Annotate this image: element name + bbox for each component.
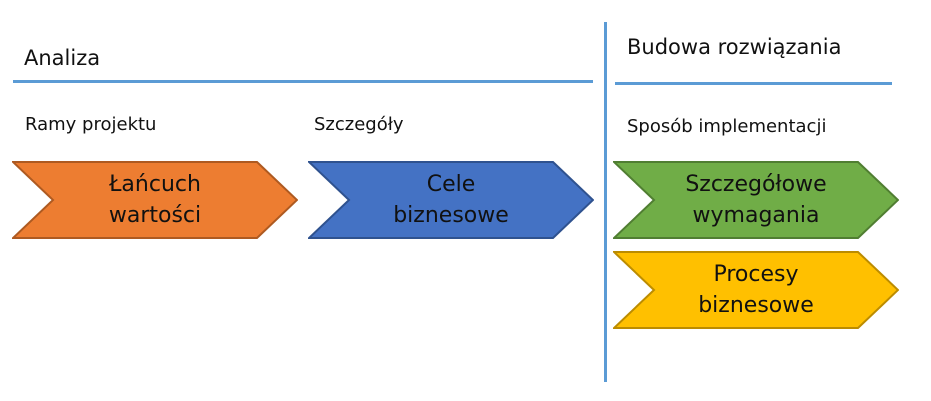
chevron-label: Łańcuch wartości xyxy=(52,161,258,239)
chevron-label-line2: wymagania xyxy=(692,203,820,228)
phase-title-budowa-rozwiazania: Budowa rozwiązania xyxy=(627,35,842,59)
chevron-shape xyxy=(613,251,899,329)
column-label-sposob-implementacji: Sposób implementacji xyxy=(627,116,827,137)
chevron-shape xyxy=(12,161,298,239)
chevron-shape xyxy=(613,161,899,239)
chevron-lancuch-wartosci: Łańcuch wartości xyxy=(12,161,298,239)
chevron-label-line1: Cele xyxy=(426,172,476,197)
chevron-label: Cele biznesowe xyxy=(348,161,554,239)
phase-underline-budowa xyxy=(615,82,892,85)
chevron-label-line1: Procesy xyxy=(713,262,799,287)
chevron-label-line1: Szczegółowe xyxy=(685,172,827,197)
chevron-label-line2: biznesowe xyxy=(393,203,509,228)
phase-underline-analiza xyxy=(13,80,593,83)
chevron-label-line2: wartości xyxy=(108,203,202,228)
chevron-label: Procesy biznesowe xyxy=(653,251,859,329)
chevron-shape xyxy=(308,161,594,239)
chevron-label-line2: biznesowe xyxy=(698,293,814,318)
chevron-label-line1: Łańcuch xyxy=(109,172,201,197)
chevron-procesy-biznesowe: Procesy biznesowe xyxy=(613,251,899,329)
phase-divider xyxy=(604,22,607,382)
chevron-cele-biznesowe: Cele biznesowe xyxy=(308,161,594,239)
column-label-szczegoly: Szczegóły xyxy=(314,114,404,135)
phase-title-analiza: Analiza xyxy=(24,46,101,70)
chevron-szczegolowe-wymagania: Szczegółowe wymagania xyxy=(613,161,899,239)
chevron-label: Szczegółowe wymagania xyxy=(653,161,859,239)
column-label-ramy-projektu: Ramy projektu xyxy=(25,114,157,135)
